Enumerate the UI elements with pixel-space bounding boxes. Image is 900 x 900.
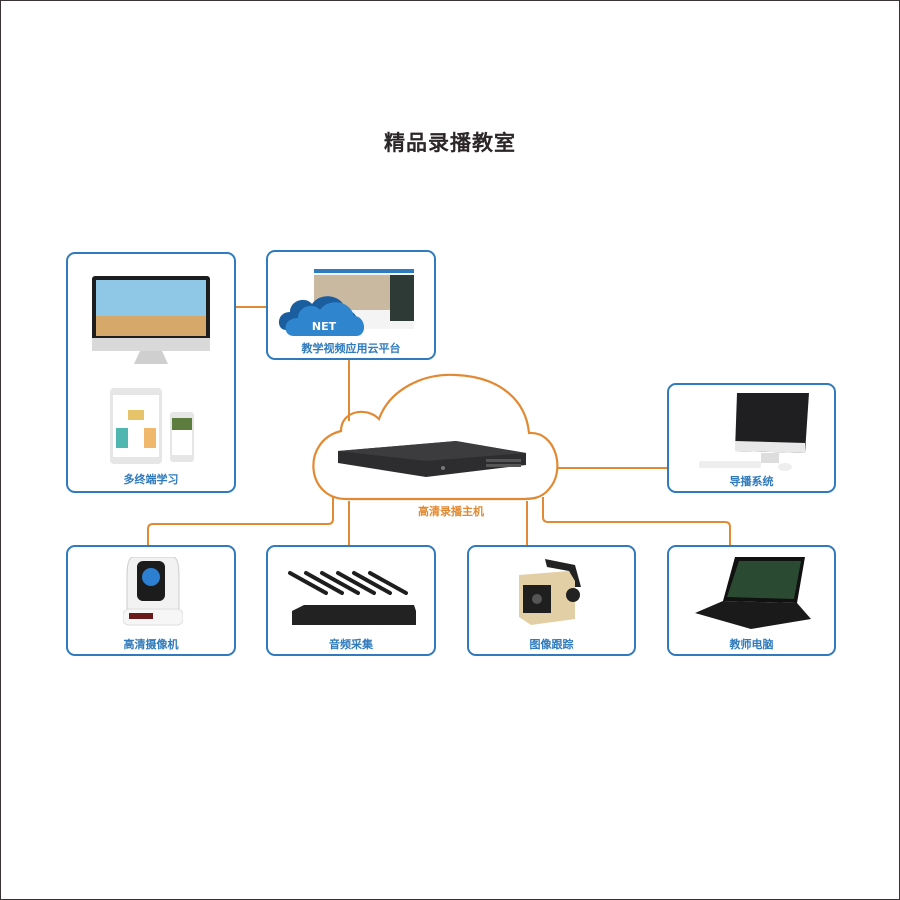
cloud-outline bbox=[312, 373, 559, 501]
cloud-net-icon: NET bbox=[276, 290, 365, 338]
node-teacher-pc[interactable]: 教师电脑 bbox=[667, 545, 836, 656]
tracking-camera-icon bbox=[519, 557, 589, 627]
phone-icon bbox=[170, 412, 194, 462]
node-label: 多终端学习 bbox=[123, 473, 179, 486]
page-title: 精品录播教室 bbox=[384, 131, 516, 155]
ptz-camera-icon bbox=[122, 556, 184, 627]
node-label: 教学视频应用云平台 bbox=[301, 342, 401, 355]
tablet-icon bbox=[110, 388, 162, 464]
all-in-one-pc-icon bbox=[699, 393, 809, 473]
node-label: 图像跟踪 bbox=[529, 638, 574, 651]
node-label: 教师电脑 bbox=[729, 638, 774, 651]
host-label: 高清录播主机 bbox=[418, 505, 484, 518]
node-cloud-platform[interactable]: NET 教学视频应用云平台 bbox=[266, 250, 436, 360]
node-multi-terminal[interactable]: 多终端学习 bbox=[66, 252, 236, 493]
microphones-and-mixer-icon bbox=[286, 567, 422, 631]
connector-host-camera bbox=[147, 497, 334, 546]
node-label: 音频采集 bbox=[329, 638, 373, 651]
recording-host-device bbox=[336, 439, 531, 479]
desktop-monitor-icon bbox=[92, 276, 210, 368]
node-label: 高清摄像机 bbox=[123, 638, 179, 651]
node-audio-capture[interactable]: 音频采集 bbox=[266, 545, 436, 656]
node-hd-camera[interactable]: 高清摄像机 bbox=[66, 545, 236, 656]
connector-host-pc bbox=[542, 497, 731, 546]
laptop-icon bbox=[695, 555, 815, 635]
node-image-tracking[interactable]: 图像跟踪 bbox=[467, 545, 636, 656]
node-label: 导播系统 bbox=[729, 475, 774, 488]
node-director-system[interactable]: 导播系统 bbox=[667, 383, 836, 493]
net-badge: NET bbox=[312, 320, 337, 333]
